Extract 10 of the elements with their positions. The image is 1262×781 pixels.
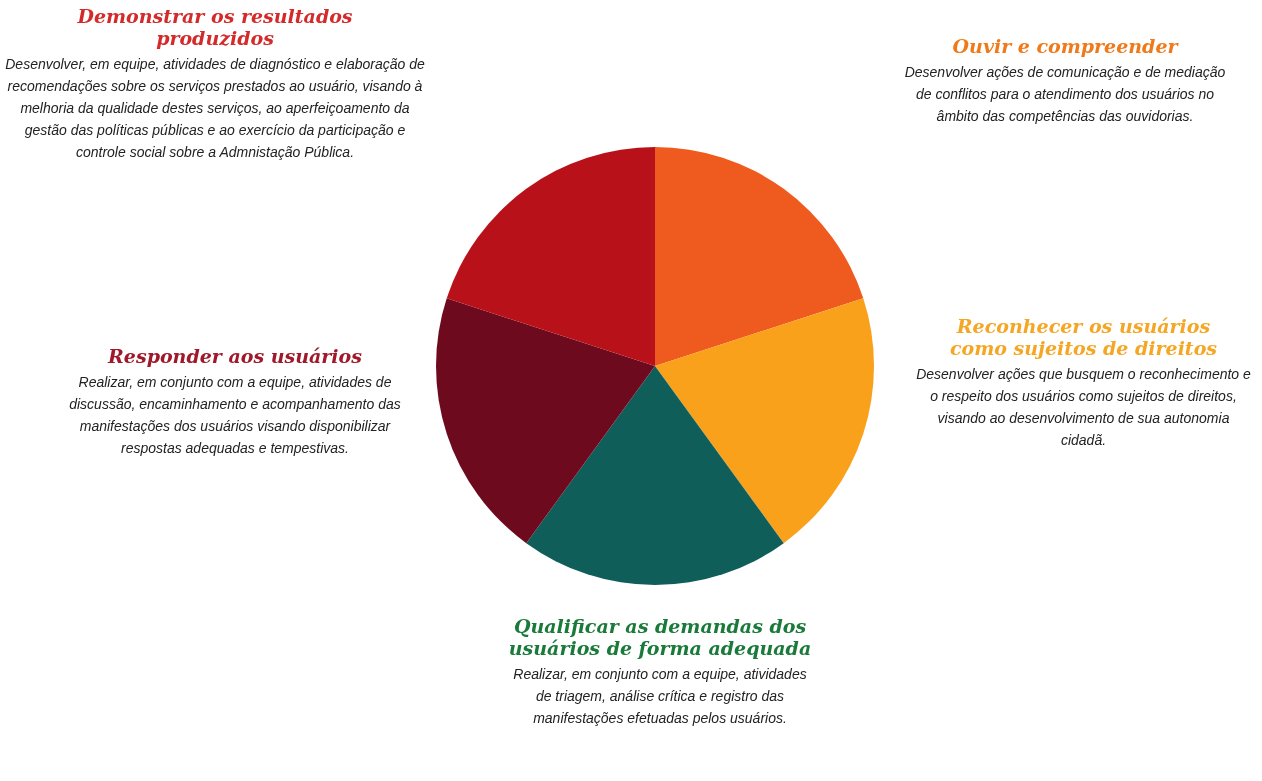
description-text: Desenvolver ações que busquem o reconhecimento e o respeito dos usuários como sujeitos de direitos, visando ao desenvolvimento de sua autonomia cidadã. — [915, 365, 1252, 450]
section-heading: Reconhecer os usuários como sujeitos de direitos — [948, 315, 1218, 359]
section-heading: Qualificar as demandas dos usuários de forma adequada — [507, 615, 813, 659]
description-text: Desenvolver, em equipe, atividades de diagnóstico e elaboração de recomendações sobre os serviços prestados ao usuário, visando à melhoria da qualidade destes serviços, ao aperfeiçoamento da gestão das políticas públicas e ao exercício da participação e controle social sobre a Admnistação Pública. — [5, 55, 425, 162]
description-text: Realizar, em conjunto com a equipe, atividades de discussão, encaminhamento e acompanhamento das manifestações dos usuários visando disponibilizar respostas adequadas e tempestivas. — [68, 373, 402, 458]
section-heading: Responder aos usuários — [106, 345, 363, 367]
description-text: Realizar, em conjunto com a equipe, atividades de triagem, análise crítica e registro das manifestações efetuadas pelos usuários. — [512, 665, 808, 728]
section-heading: Demonstrar os resultados produzidos — [76, 5, 354, 49]
section-heading: Ouvir e compreender — [951, 35, 1180, 57]
description-text: Desenvolver ações de comunicação e de mediação de conflitos para o atendimento dos usuários no âmbito das competências das ouvidorias. — [903, 63, 1227, 126]
